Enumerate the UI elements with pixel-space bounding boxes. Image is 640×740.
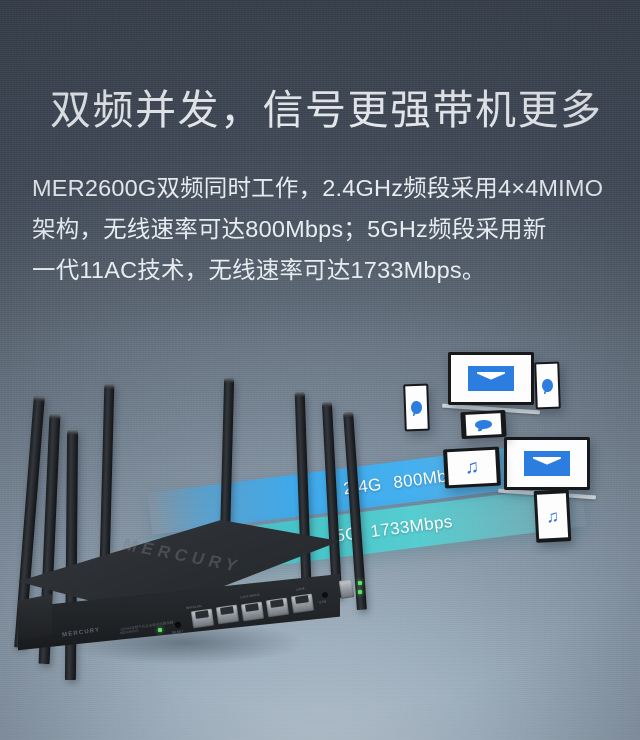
product-router: MERCURY MERCURY 2600M双频千兆企业级无线路由器 MER260… xyxy=(0,377,367,681)
page-headline: 双频并发，信号更强带机更多 xyxy=(50,86,610,134)
body-line-1: MER2600G双频同时工作，2.4GHz频段采用4×4MIMO xyxy=(32,168,616,209)
monitor-b-screen xyxy=(507,440,587,487)
body-line-2: 架构，无线速率可达800Mbps；5GHz频段采用新 xyxy=(32,209,616,250)
router-reset-button[interactable] xyxy=(175,622,181,628)
router-status-led-1 xyxy=(358,581,362,585)
router-usb-button[interactable] xyxy=(322,592,328,598)
page-body-copy: MER2600G双频同时工作，2.4GHz频段采用4×4MIMO 架构，无线速率… xyxy=(32,168,616,291)
device-monitor-a xyxy=(441,352,541,415)
router-status-led-2 xyxy=(358,590,362,594)
envelope-icon xyxy=(523,451,571,476)
body-line-3: 一代11AC技术，无线速率可达1733Mbps。 xyxy=(32,250,616,291)
router-power-led xyxy=(158,628,162,632)
device-monitor-b xyxy=(497,437,597,500)
background-top-shade xyxy=(0,0,640,340)
envelope-flap-icon xyxy=(533,456,561,465)
envelope-flap-icon xyxy=(477,371,505,380)
monitor-a-screen xyxy=(451,355,531,402)
router-left-face xyxy=(18,594,52,642)
envelope-icon xyxy=(467,366,515,391)
